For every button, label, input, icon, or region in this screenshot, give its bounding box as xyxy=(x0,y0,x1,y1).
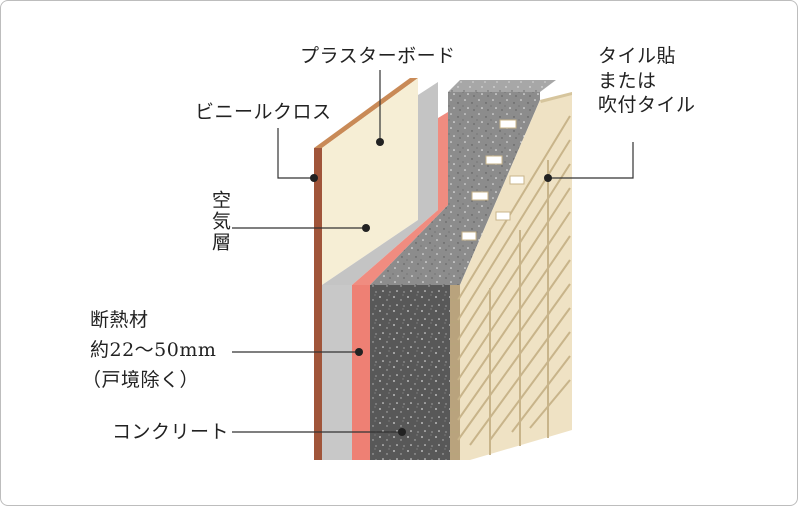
leader-tile xyxy=(548,142,634,179)
dot-concrete xyxy=(398,428,406,436)
label-insulation-line3: （戸境除く） xyxy=(82,369,200,391)
label-plasterboard: プラスターボード xyxy=(300,45,456,67)
air-layer xyxy=(322,78,418,285)
concrete-side xyxy=(370,92,540,285)
vinyl-cloth-top xyxy=(314,78,418,148)
label-vinyl-cloth: ビニールクロス xyxy=(195,101,332,123)
label-insulation-line2: 約22～50mm xyxy=(90,339,217,361)
dot-vinyl-cloth xyxy=(310,174,318,182)
concrete-top xyxy=(448,80,556,92)
dot-air-layer xyxy=(362,224,370,232)
label-tile: タイル貼 または 吹付タイル xyxy=(598,45,696,117)
insulation-front xyxy=(352,285,370,460)
dot-plasterboard xyxy=(376,138,384,146)
dot-tile xyxy=(544,174,552,182)
dot-insulation xyxy=(355,348,363,356)
label-concrete: コンクリート xyxy=(112,421,230,443)
vinyl-cloth-layer xyxy=(314,148,322,460)
tile-layer xyxy=(450,92,572,460)
concrete-front xyxy=(370,285,460,460)
leader-vinyl-cloth xyxy=(277,128,312,179)
label-air-layer: 空気層 xyxy=(209,190,231,253)
insulation-side xyxy=(352,112,448,285)
label-insulation-line1: 断熱材 xyxy=(90,309,149,331)
plasterboard-front xyxy=(322,285,352,460)
